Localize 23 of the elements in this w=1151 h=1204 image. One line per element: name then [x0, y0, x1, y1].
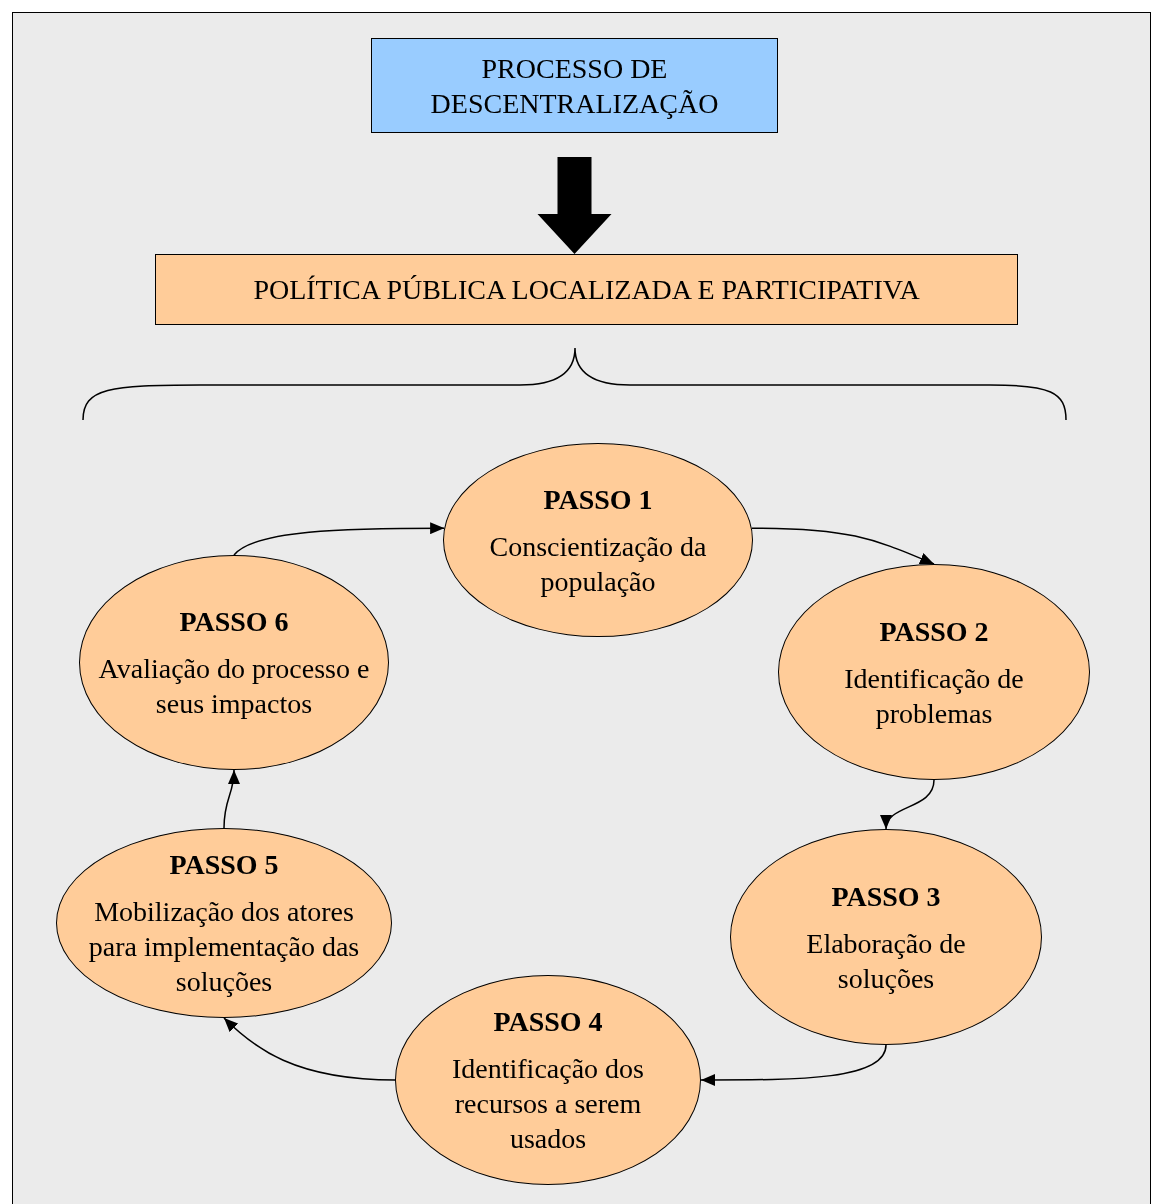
step-description: Avaliação do processo e seus impactos: [97, 652, 371, 721]
curved-arrow: [233, 522, 445, 556]
step-title: PASSO 5: [169, 848, 279, 882]
box-label: POLÍTICA PÚBLICA LOCALIZADA E PARTICIPATIVA: [253, 273, 920, 307]
step-title: PASSO 1: [543, 482, 653, 517]
step-title: PASSO 6: [179, 605, 289, 639]
curved-arrow: [223, 769, 240, 829]
step-description: Identificação de problemas: [843, 661, 1025, 731]
step-description: Mobilização dos atores para implementação das soluções: [87, 895, 361, 999]
curved-arrow: [751, 527, 935, 565]
block-arrow: [537, 157, 612, 254]
step-description: Conscientização da população: [488, 529, 708, 599]
step-title: PASSO 2: [879, 614, 989, 649]
step-description: Elaboração de soluções: [805, 926, 967, 996]
step-description: Identificação dos recursos a serem usados: [451, 1052, 645, 1156]
step-title: PASSO 4: [493, 1005, 603, 1039]
curved-arrow: [700, 1044, 887, 1086]
policy-box: [155, 254, 1018, 325]
step-title: PASSO 3: [831, 879, 941, 914]
curved-arrow: [882, 779, 935, 830]
box-label: PROCESSO DE DESCENTRALIZAÇÃO: [429, 51, 720, 121]
curved-arrow: [223, 1017, 396, 1081]
title-box: [371, 38, 778, 133]
